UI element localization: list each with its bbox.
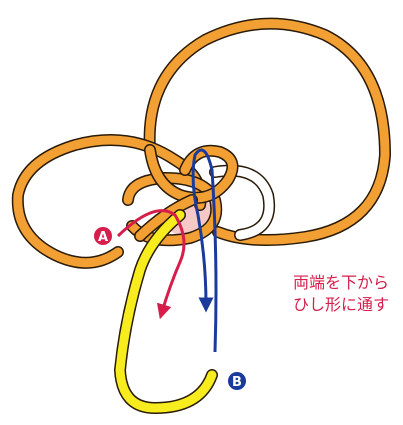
marker-a: A — [94, 227, 112, 245]
marker-a-label: A — [98, 230, 108, 245]
marker-b: B — [228, 372, 246, 390]
instruction-caption: 両端を下から ひし形に通す — [293, 272, 389, 316]
caption-line-2: ひし形に通す — [293, 294, 389, 316]
caption-line-1: 両端を下から — [293, 272, 389, 294]
marker-b-label: B — [232, 375, 242, 390]
